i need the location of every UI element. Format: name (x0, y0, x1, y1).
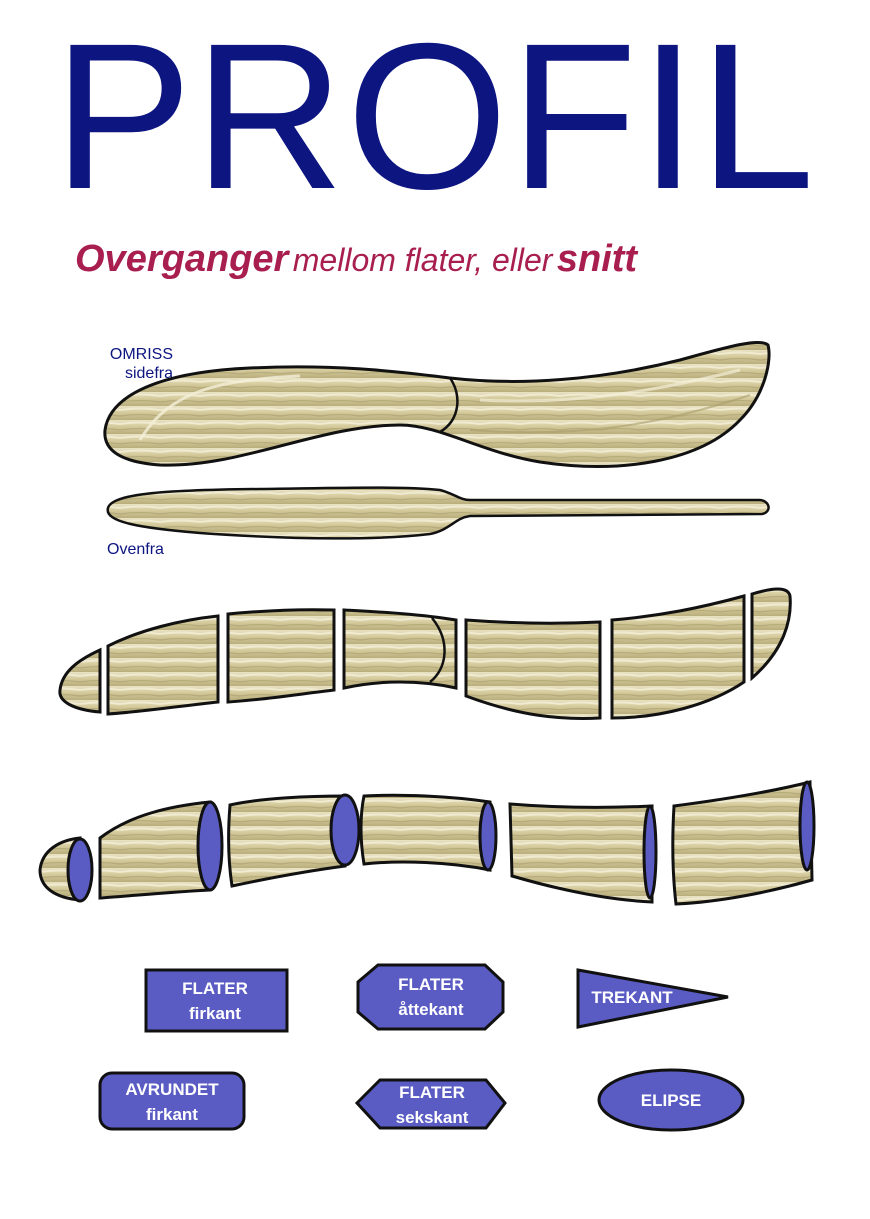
shape-flater-sekskant-line1: FLATER (399, 1083, 465, 1102)
handle-cut-view (58, 587, 792, 720)
shape-flater-firkant-line2: firkant (189, 1004, 241, 1023)
label-omriss-line2: sidefra (124, 365, 173, 382)
shape-flater-attekant-line2: åttekant (398, 1000, 464, 1019)
label-ovenfra: Ovenfra (107, 541, 164, 558)
label-omriss: OMRISS sidefra (103, 345, 173, 383)
handle-top-view (106, 486, 770, 540)
handle-sections (38, 780, 816, 906)
section-4 (478, 800, 498, 872)
shape-avrundet-firkant: AVRUNDET firkant (98, 1071, 246, 1131)
section-6 (798, 780, 816, 872)
section-3 (329, 793, 361, 867)
section-1 (66, 837, 94, 903)
shape-flater-sekskant-line2: sekskant (396, 1108, 469, 1127)
subtitle-middle: mellom flater, eller (292, 242, 553, 278)
handle-side-view (103, 341, 771, 468)
shape-trekant-line1: TREKANT (591, 988, 673, 1007)
shape-flater-attekant-line1: FLATER (398, 975, 464, 994)
shape-trekant: TREKANT (576, 968, 729, 1029)
shape-flater-attekant: FLATER åttekant (356, 963, 505, 1031)
subtitle-overganger: Overganger (75, 238, 289, 280)
shape-elipse-line1: ELIPSE (641, 1091, 701, 1110)
section-5 (642, 804, 658, 900)
shape-avrundet-firkant-line2: firkant (146, 1105, 198, 1124)
shape-elipse: ELIPSE (597, 1068, 745, 1132)
label-omriss-line1: OMRISS (109, 346, 173, 363)
shape-avrundet-firkant-line1: AVRUNDET (125, 1080, 219, 1099)
subtitle: Overganger mellom flater, eller snitt (75, 238, 855, 281)
shape-flater-sekskant: FLATER sekskant (354, 1078, 507, 1130)
shape-flater-firkant: FLATER firkant (144, 968, 289, 1033)
section-2 (196, 800, 224, 892)
page-title: PROFIL (53, 1, 817, 233)
shape-flater-firkant-line1: FLATER (182, 979, 248, 998)
subtitle-snitt: snitt (556, 238, 638, 280)
